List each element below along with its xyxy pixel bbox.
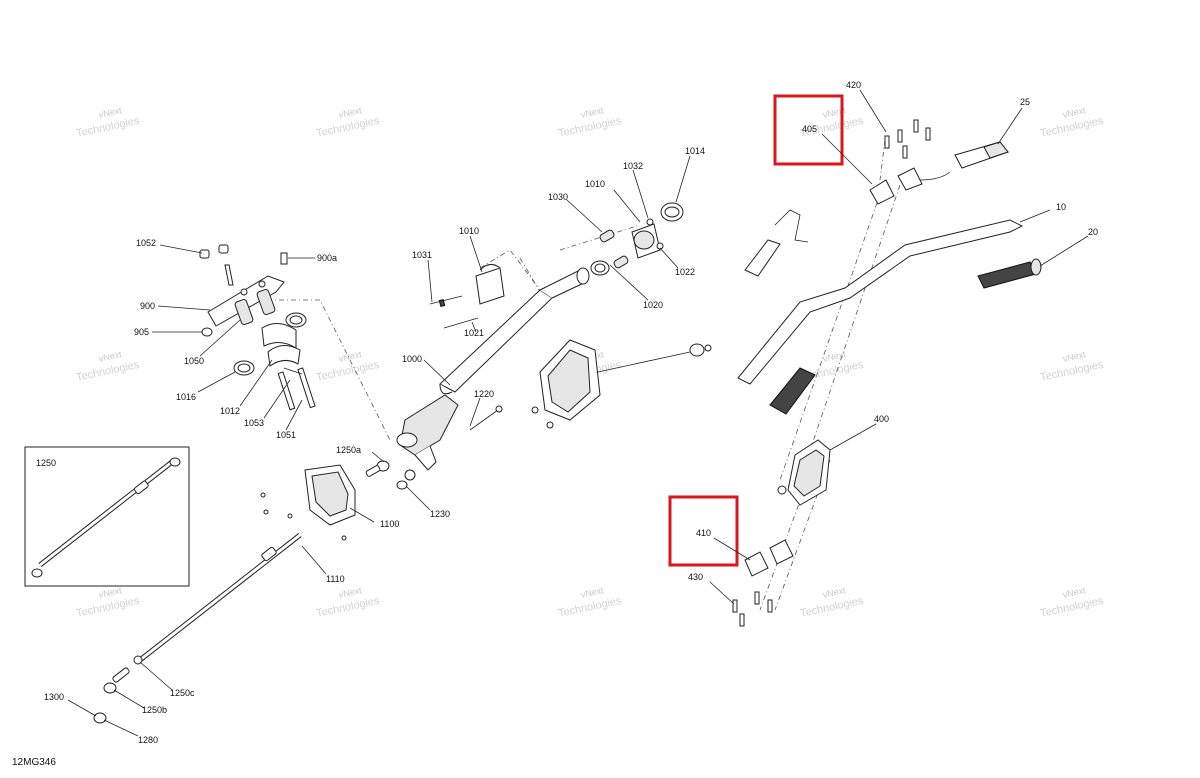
callout-1230: 1230 bbox=[430, 509, 450, 519]
watermark-line2: Technologies bbox=[75, 595, 141, 620]
watermark-line2: Technologies bbox=[557, 115, 623, 140]
callout-400: 400 bbox=[874, 414, 889, 424]
callout-1053: 1053 bbox=[244, 418, 264, 428]
callout-1110: 1110 bbox=[326, 574, 345, 584]
tie-rod-1110 bbox=[93, 533, 302, 724]
highlight-box-410 bbox=[668, 495, 739, 567]
bolt-1220 bbox=[469, 405, 503, 431]
callout-1020: 1020 bbox=[643, 300, 663, 310]
callout-900a: 900a bbox=[317, 253, 337, 263]
callout-1031: 1031 bbox=[412, 250, 432, 260]
callout-1280: 1280 bbox=[138, 735, 158, 745]
callout-1014: 1014 bbox=[685, 146, 705, 156]
callout-405: 405 bbox=[802, 124, 817, 134]
callout-430: 430 bbox=[688, 572, 703, 582]
callout-1052: 1052 bbox=[136, 238, 156, 248]
watermark-line1: vNext bbox=[1062, 585, 1087, 600]
watermark-line1: vNext bbox=[338, 349, 363, 364]
watermark-line2: Technologies bbox=[1039, 595, 1105, 620]
callout-20: 20 bbox=[1088, 227, 1098, 237]
handlebar-assembly bbox=[732, 119, 1042, 627]
watermark-line1: vNext bbox=[580, 585, 605, 600]
leader-lines bbox=[67, 89, 1089, 737]
upper-bearing-set bbox=[590, 202, 684, 276]
center-cover bbox=[531, 339, 712, 429]
watermark-line1: vNext bbox=[1062, 349, 1087, 364]
watermark-line1: vNext bbox=[580, 105, 605, 120]
steering-support-assembly bbox=[199, 244, 316, 411]
callout-1220: 1220 bbox=[474, 389, 494, 399]
watermark-line1: vNext bbox=[98, 105, 123, 120]
watermark-line1: vNext bbox=[822, 585, 847, 600]
watermark-line2: Technologies bbox=[799, 595, 865, 620]
callout-1012: 1012 bbox=[220, 406, 240, 416]
callout-1016: 1016 bbox=[176, 392, 196, 402]
callout-1250a: 1250a bbox=[336, 445, 361, 455]
watermark-line2: Technologies bbox=[1039, 359, 1105, 384]
clamp-1010 bbox=[429, 264, 505, 329]
callout-labels: 1052 900a 900 905 1050 1016 1012 1053 10… bbox=[36, 80, 1098, 745]
diagram-code: 12MG346 bbox=[12, 757, 56, 768]
callout-905: 905 bbox=[134, 327, 149, 337]
callout-1000: 1000 bbox=[402, 354, 422, 364]
inset-tie-rod-1250 bbox=[24, 446, 190, 587]
callout-1050: 1050 bbox=[184, 356, 204, 366]
callout-410: 410 bbox=[696, 528, 711, 538]
callout-1010-lower: 1010 bbox=[459, 226, 479, 236]
watermark-line1: vNext bbox=[98, 349, 123, 364]
callout-1032: 1032 bbox=[623, 161, 643, 171]
watermark-line1: vNext bbox=[338, 105, 363, 120]
watermark-line1: vNext bbox=[98, 585, 123, 600]
watermark-line2: Technologies bbox=[315, 595, 381, 620]
callout-1030: 1030 bbox=[548, 192, 568, 202]
watermark-line1: vNext bbox=[338, 585, 363, 600]
watermark-line2: Technologies bbox=[75, 359, 141, 384]
watermark-line2: Technologies bbox=[557, 595, 623, 620]
watermark-line1: vNext bbox=[822, 349, 847, 364]
callout-25: 25 bbox=[1020, 97, 1030, 107]
callout-1010-upper: 1010 bbox=[585, 179, 605, 189]
callout-900: 900 bbox=[140, 301, 155, 311]
callout-1100: 1100 bbox=[380, 519, 399, 529]
watermark-line2: Technologies bbox=[75, 115, 141, 140]
watermark-line2: Technologies bbox=[315, 359, 381, 384]
watermark-line2: Technologies bbox=[1039, 115, 1105, 140]
highlight-box-405 bbox=[773, 94, 844, 166]
callout-1021: 1021 bbox=[464, 328, 484, 338]
callout-1051: 1051 bbox=[276, 430, 296, 440]
steering-column-1000 bbox=[396, 267, 590, 481]
callout-1300: 1300 bbox=[44, 692, 64, 702]
watermark-line1: vNext bbox=[1062, 105, 1087, 120]
callout-1250c: 1250c bbox=[170, 688, 195, 698]
watermark-line2: Technologies bbox=[315, 115, 381, 140]
callout-10: 10 bbox=[1056, 202, 1066, 212]
callout-1250: 1250 bbox=[36, 458, 56, 468]
callout-1250b: 1250b bbox=[142, 705, 167, 715]
callout-420: 420 bbox=[846, 80, 861, 90]
callout-1022: 1022 bbox=[675, 267, 695, 277]
